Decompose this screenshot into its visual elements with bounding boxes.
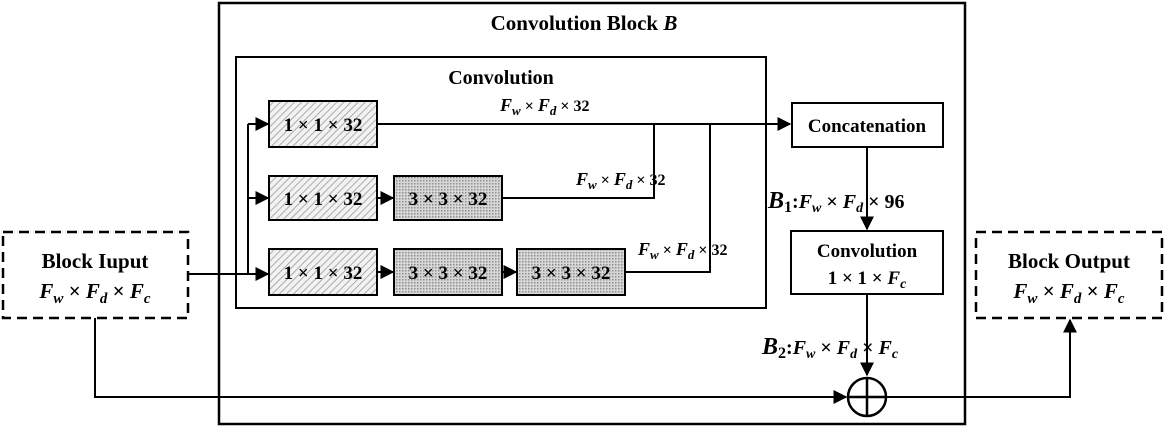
branch1-conv1x1-label: 1 × 1 × 32: [284, 115, 363, 136]
branch3-conv1x1-block: [268, 248, 378, 296]
block-output-title: Block Output: [1008, 249, 1130, 273]
outer-block-frame: [217, 1, 967, 426]
branch3-to-concat-line: [625, 124, 711, 273]
branch3-conv3x3-label-b: 3 × 3 × 32: [532, 263, 611, 284]
branch2-to-concat-line: [502, 124, 655, 199]
block-input-dims: Fw × Fd × Fc: [38, 279, 151, 307]
inner-convolution-title: Convolution: [448, 67, 554, 89]
branch2-conv3x3-label: 3 × 3 × 32: [409, 189, 488, 210]
block-input-box: [1, 230, 190, 320]
concatenation-label: Concatenation: [808, 116, 927, 137]
final-convolution-title: Convolution: [817, 241, 918, 262]
branch2-conv1x1-label: 1 × 1 × 32: [284, 189, 363, 210]
sum-to-output-arrow: [886, 318, 1077, 398]
block-input-title: Block Iuput: [42, 249, 149, 273]
outer-block-title: Convolution Block B: [491, 11, 678, 35]
block-output-dims: Fw × Fd × Fc: [1012, 279, 1125, 307]
final-convolution-kernel: 1 × 1 × Fc: [828, 268, 907, 292]
skip-connection-arrow: [94, 318, 848, 404]
branch3-dim-label: Fw × Fd × 32: [637, 239, 727, 262]
inner-convolution-frame: [235, 56, 767, 309]
branch2-conv3x3-block: [393, 175, 503, 221]
b1-dim-label: B1:Fw × Fd × 96: [767, 188, 905, 216]
branch2-dim-label: Fw × Fd × 32: [575, 169, 665, 192]
branch3-conv3x3-label-a: 3 × 3 × 32: [409, 263, 488, 284]
b2-dim-label: B2:Fw × Fd × Fc: [761, 334, 899, 362]
branch1-dim-label: Fw × Fd × 32: [499, 95, 589, 118]
branch3-conv3x3-block-b: [516, 248, 626, 296]
block-output-box: [974, 230, 1164, 320]
final-convolution-block: [790, 230, 944, 295]
sum-node-icon: [846, 376, 888, 418]
branch3-conv1x1-label: 1 × 1 × 32: [284, 263, 363, 284]
concatenation-block: [791, 102, 944, 148]
